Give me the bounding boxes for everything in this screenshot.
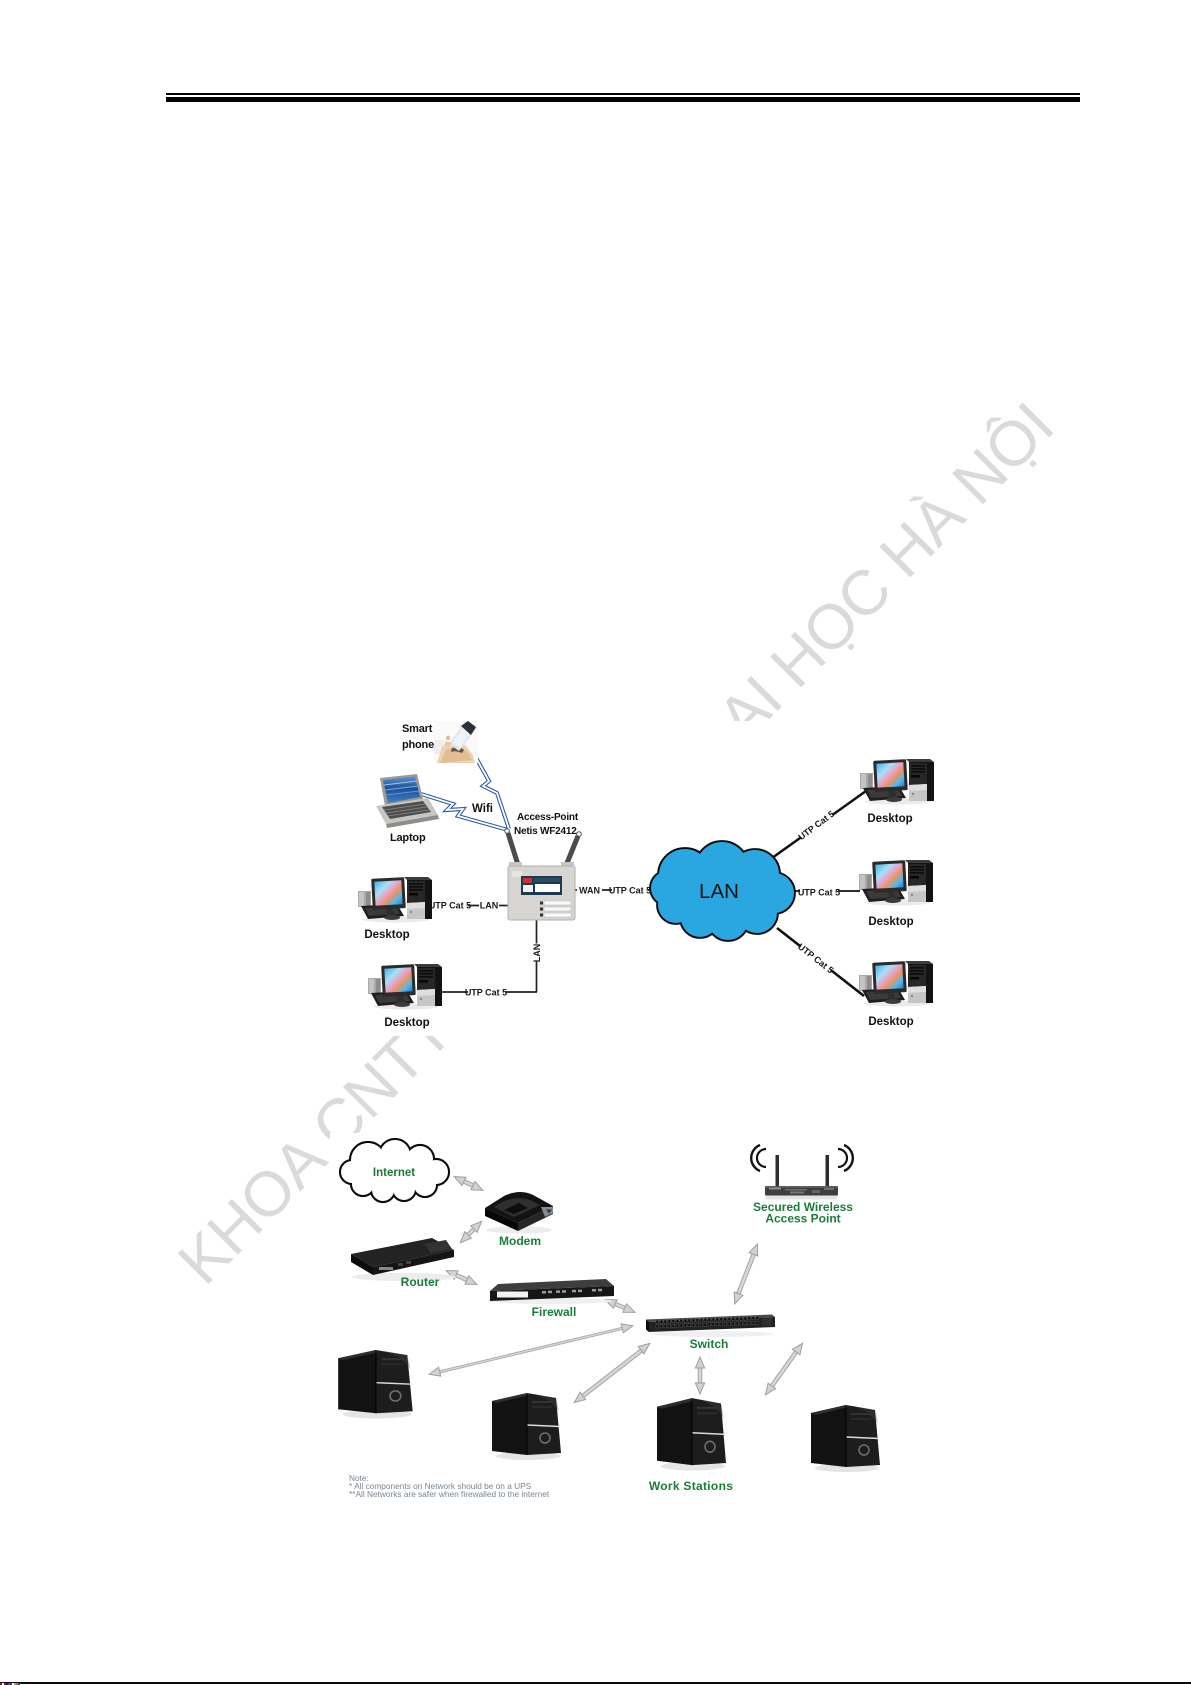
- svg-text:**All Networks are safer when: **All Networks are safer when firewalled…: [349, 1489, 550, 1499]
- svg-text:LAN: LAN: [532, 944, 542, 963]
- svg-text:Laptop: Laptop: [390, 832, 426, 844]
- svg-text:Desktop: Desktop: [867, 813, 912, 825]
- svg-text:LAN: LAN: [480, 901, 499, 911]
- svg-text:UTP Cat 5: UTP Cat 5: [798, 888, 840, 898]
- svg-text:Access-Point: Access-Point: [517, 812, 579, 823]
- svg-text:Secured Wireless: Secured Wireless: [753, 1200, 853, 1214]
- svg-text:Firewall: Firewall: [532, 1305, 577, 1319]
- svg-text:UTP Cat 5: UTP Cat 5: [429, 901, 471, 911]
- svg-text:phone: phone: [402, 739, 434, 751]
- svg-text:LAN: LAN: [699, 880, 739, 903]
- svg-text:Note:: Note:: [349, 1473, 369, 1483]
- svg-text:Desktop: Desktop: [868, 916, 913, 928]
- svg-text:Modem: Modem: [499, 1234, 541, 1248]
- svg-text:Smart: Smart: [402, 723, 433, 735]
- svg-text:UTP Cat 5: UTP Cat 5: [796, 809, 836, 842]
- svg-text:Wifi: Wifi: [472, 803, 493, 815]
- svg-text:Access Point: Access Point: [765, 1212, 840, 1226]
- svg-text:UTP Cat 5: UTP Cat 5: [465, 988, 507, 998]
- svg-text:UTP Cat 5: UTP Cat 5: [609, 886, 651, 896]
- svg-text:Desktop: Desktop: [384, 1017, 429, 1029]
- svg-text:WAN: WAN: [579, 886, 600, 896]
- svg-text:UTP Cat 5: UTP Cat 5: [796, 941, 836, 975]
- svg-text:Desktop: Desktop: [364, 929, 409, 941]
- svg-text:* All components on Network sh: * All components on Network should be on…: [349, 1481, 532, 1491]
- svg-text:Desktop: Desktop: [868, 1016, 913, 1028]
- svg-text:Switch: Switch: [690, 1337, 729, 1351]
- svg-text:Work Stations: Work Stations: [649, 1479, 733, 1493]
- svg-text:Internet: Internet: [373, 1167, 415, 1179]
- svg-text:Netis WF2412: Netis WF2412: [514, 826, 577, 837]
- svg-text:Router: Router: [401, 1275, 440, 1289]
